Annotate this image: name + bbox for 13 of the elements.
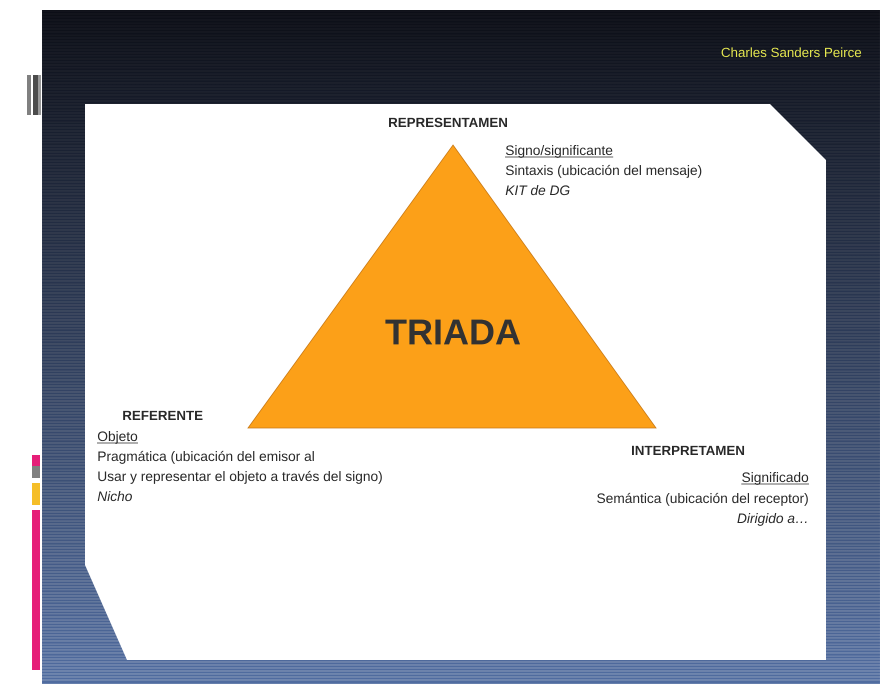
description-text: Pragmática (ubicación del emisor al (98, 450, 314, 464)
corner-heading: REPRESENTAMEN (389, 118, 507, 128)
corner-heading: REFERENTE (123, 410, 203, 420)
underlined-term: Objeto (96, 431, 138, 444)
description-text: Semántica (ubicación del receptor) (597, 492, 808, 506)
corner-heading: INTERPRETAMEN (632, 446, 744, 455)
example-text: Nicho (98, 491, 132, 502)
underlined-term: Significado (740, 472, 810, 485)
underlined-term: Signo/significante (504, 145, 614, 158)
example-text: KIT de DG (506, 185, 570, 196)
description-text: Usar y representar el objeto a través del signo) (98, 470, 382, 484)
slide-title: Charles Sanders Peirce (722, 47, 862, 58)
example-text: Dirigido a… (737, 513, 807, 526)
